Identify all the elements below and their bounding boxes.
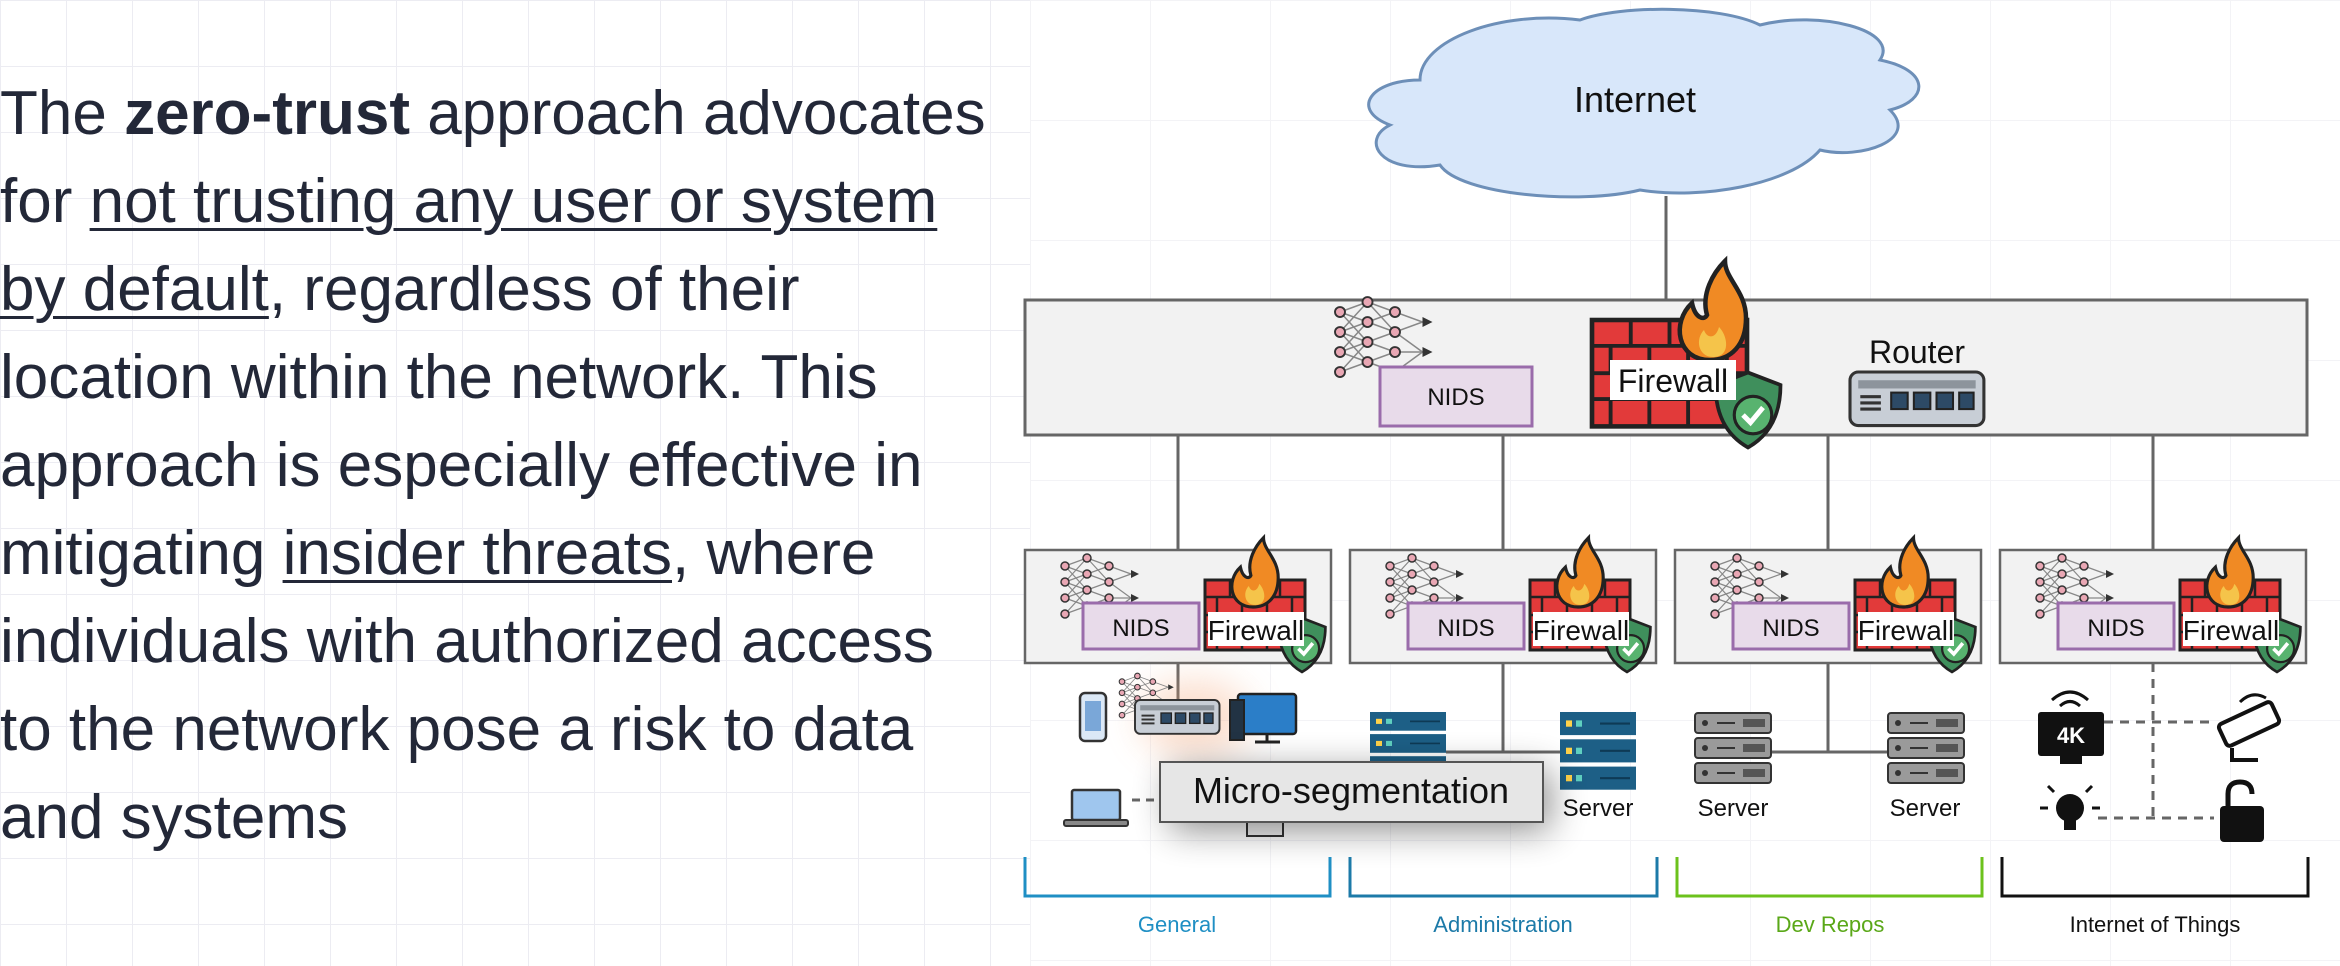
paragraph-underlined-phrase: insider threats	[282, 519, 672, 588]
desktop-computer-icon	[1229, 692, 1298, 744]
server-icon	[1558, 710, 1638, 791]
segment-gateway-iot: NIDS Firewall	[1998, 536, 2308, 674]
paragraph-text: The	[0, 79, 125, 148]
server-icon	[1694, 712, 1772, 784]
server-label: Server	[1563, 795, 1634, 822]
server-label: Server	[1698, 795, 1769, 822]
paragraph-text: approach advocates for	[0, 79, 986, 236]
segment-gateway-general: NIDS Firewall	[1023, 536, 1333, 674]
perimeter-nids-box	[1378, 365, 1534, 428]
server-icon	[1887, 712, 1965, 784]
perimeter-nids-label: NIDS	[1427, 384, 1484, 411]
iot-devices: 4K	[2038, 663, 2282, 842]
smart-bulb-icon	[2040, 784, 2100, 830]
segment-gateway-dev-repos: NIDS Firewall	[1673, 536, 1983, 674]
firewall-label: Firewall	[1858, 615, 1954, 646]
segment-label-iot: Internet of Things	[2070, 912, 2241, 937]
tv-4k-icon: 4K	[2038, 690, 2104, 764]
internet-cloud	[1367, 7, 1921, 199]
paragraph-text: , where individuals with authorized acce…	[0, 519, 934, 852]
smart-lock-icon	[2220, 779, 2264, 842]
security-camera-icon	[2216, 693, 2282, 762]
laptop-icon	[1063, 788, 1129, 827]
server-label: Server	[1890, 795, 1961, 822]
paragraph-bold-term: zero-trust	[124, 79, 410, 148]
segment-gateway-administration: NIDS Firewall	[1348, 536, 1658, 674]
router-label: Router	[1869, 334, 1965, 370]
micro-segmentation-label: Micro-segmentation	[1193, 770, 1509, 811]
segment-bracket-administration	[1348, 857, 1659, 898]
tv-4k-text: 4K	[2057, 723, 2085, 748]
router-icon	[1848, 370, 1986, 428]
segment-bracket-dev-repos	[1675, 857, 1984, 898]
perimeter-firewall-label: Firewall	[1618, 363, 1728, 399]
left-grid-background	[0, 0, 1030, 966]
segment-bracket-general	[1023, 857, 1332, 898]
firewall-label: Firewall	[2183, 615, 2279, 646]
firewall-label: Firewall	[1208, 615, 1304, 646]
segment-label-administration: Administration	[1433, 912, 1572, 937]
segment-bracket-iot	[2000, 857, 2310, 898]
general-devices	[1063, 663, 1298, 837]
nids-label: NIDS	[1437, 615, 1494, 642]
segment-label-dev-repos: Dev Repos	[1776, 912, 1885, 937]
micro-segmentation-callout	[1159, 761, 1544, 823]
flame-icon	[1680, 261, 1746, 360]
paragraph-underlined-phrase: not trusting any user or system by defau…	[0, 167, 938, 324]
uplink-lines	[1176, 435, 2155, 550]
administration-devices: Server	[1369, 663, 1638, 822]
segment-label-general: General	[1138, 912, 1216, 937]
nids-label: NIDS	[2087, 615, 2144, 642]
nids-label: NIDS	[1112, 615, 1169, 642]
phone-icon	[1078, 691, 1108, 743]
zero-trust-paragraph: The zero-trust approach advocates for no…	[0, 70, 990, 862]
internet-label: Internet	[1574, 79, 1696, 120]
switch-icon	[1134, 699, 1221, 735]
dev-repos-devices: Server Server	[1694, 663, 1965, 822]
nids-label: NIDS	[1762, 615, 1819, 642]
paragraph-text: , regardless of their location within th…	[0, 255, 923, 588]
firewall-label: Firewall	[1533, 615, 1629, 646]
